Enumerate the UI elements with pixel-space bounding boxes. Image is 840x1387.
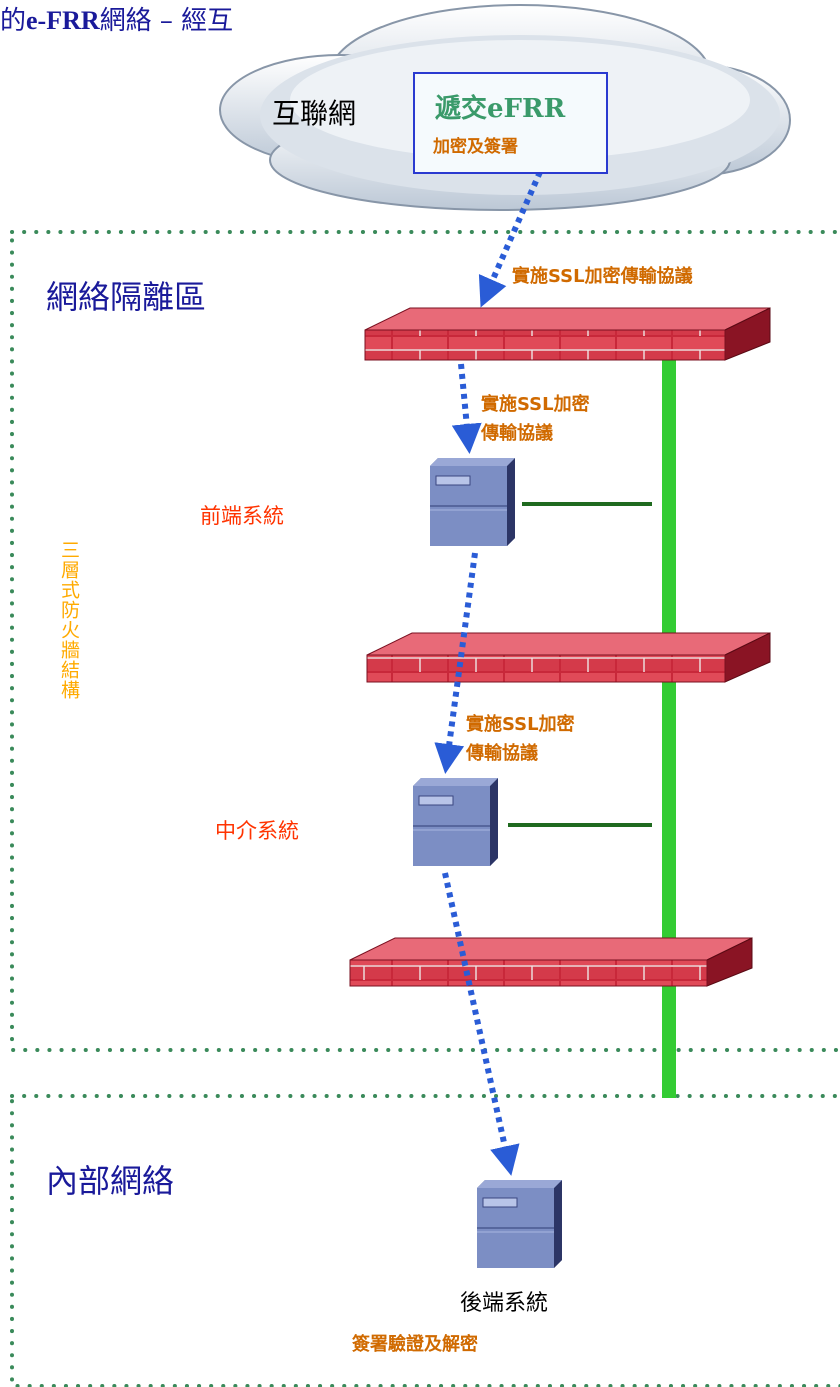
- front-end-label: 前端系統: [200, 504, 284, 528]
- efrr-box-title: 遞交eFRR: [435, 94, 566, 124]
- dmz-label: 網絡隔離區: [46, 278, 207, 316]
- back-end-label: 後端系統: [460, 1291, 549, 1316]
- back-end-server-icon: [476, 1179, 563, 1269]
- ssl-label-2-line1: 實施SSL加密: [481, 394, 590, 415]
- front-end-server-icon: [429, 457, 516, 547]
- firewall-2: [366, 632, 771, 683]
- firewall-3: [349, 937, 753, 987]
- arrow-internet-to-dmz: [478, 170, 543, 308]
- middle-system-label: 中介系統: [215, 819, 299, 843]
- internal-zone-border: [10, 1094, 840, 1387]
- network-backbone: [662, 358, 676, 1098]
- efrr-box-subtitle: 加密及簽署: [433, 137, 518, 157]
- ssl-label-3-line2: 傳輸協議: [466, 743, 538, 764]
- arrow-to-middle: [434, 552, 478, 774]
- arrow-to-back-end: [442, 872, 520, 1176]
- dmz-zone-border: [10, 230, 840, 1052]
- verify-decrypt-label: 簽署驗證及解密: [352, 1334, 478, 1355]
- three-tier-firewall-label: 三層式防火牆結構: [58, 540, 80, 700]
- ssl-label-3-line1: 實施SSL加密: [466, 714, 575, 735]
- internet-label: 互聯網: [272, 97, 357, 130]
- middle-server-icon: [412, 777, 499, 867]
- firewall-1: [364, 307, 771, 361]
- arrow-to-front-end: [451, 363, 482, 454]
- ssl-label-2-line2: 傳輸協議: [481, 423, 553, 444]
- internal-network-label: 內部網絡: [46, 1162, 175, 1200]
- efrr-submit-box: 遞交eFRR 加密及簽署: [413, 72, 608, 174]
- ssl-label-1: 實施SSL加密傳輸協議: [512, 266, 693, 287]
- page-title: 的e-FRR網絡 – 經互: [0, 6, 234, 36]
